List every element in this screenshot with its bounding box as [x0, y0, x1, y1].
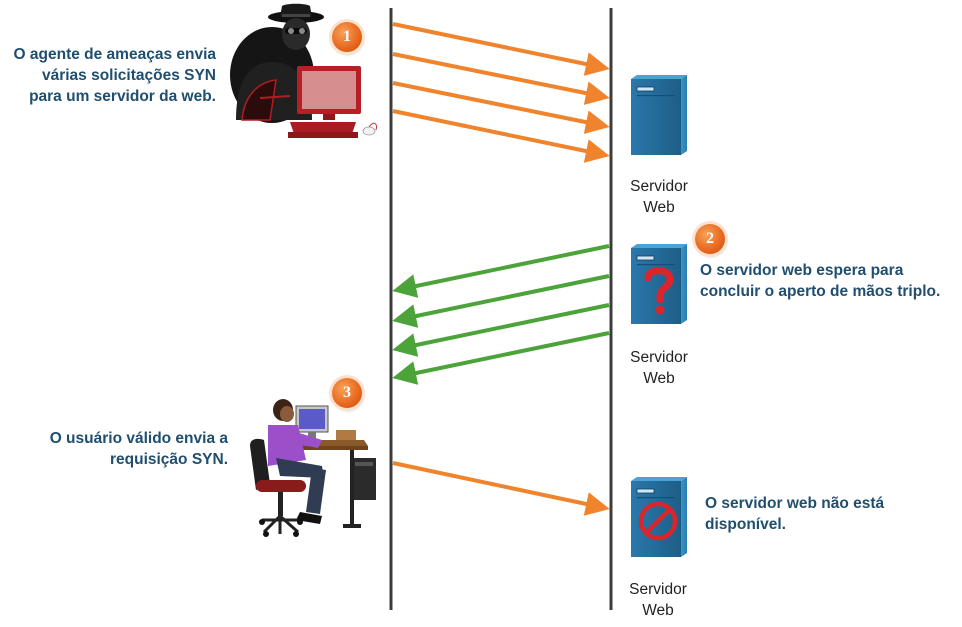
syn-arrow-1 [392, 22, 610, 76]
attacker-computer-icon [288, 66, 377, 138]
server-tower-icon [630, 243, 688, 325]
server-tower-icon [630, 476, 688, 558]
syn-arrow-2 [392, 52, 610, 105]
synack-arrow-1 [392, 244, 610, 298]
server-unavailable-caption: O servidor web não está disponível. [705, 495, 885, 533]
question-mark-icon [644, 267, 674, 315]
server-tower-icon [630, 74, 688, 156]
server-label-1: Servidor Web [614, 176, 704, 218]
server-label-line1: Servidor [630, 178, 688, 195]
synack-arrow-2 [392, 274, 610, 328]
step-badge-2: 2 [695, 224, 725, 254]
step-2-caption: O servidor web espera para concluir o ap… [700, 262, 941, 300]
step-badge-1: 1 [332, 22, 362, 52]
syn-arrow-4 [392, 109, 610, 163]
server-label-line2: Web [643, 199, 675, 216]
step-3-caption: O usuário válido envia a requisição SYN. [49, 430, 228, 468]
server-label-line1: Servidor [630, 349, 688, 366]
hooded-attacker-icon [230, 3, 324, 123]
valid-syn-arrow [392, 461, 610, 516]
office-user-icon [250, 399, 376, 537]
synack-arrow-3 [392, 303, 610, 357]
step-1-caption: O agente de ameaças envia várias solicit… [13, 46, 216, 105]
server-label-line2: Web [643, 370, 675, 387]
server-label-line1: Servidor [629, 581, 687, 598]
prohibited-icon [638, 501, 678, 541]
step-badge-3: 3 [332, 378, 362, 408]
server-label-line2: Web [642, 602, 674, 619]
synack-arrow-4 [392, 331, 610, 385]
server-label-3: Servidor Web [613, 579, 703, 621]
server-label-2: Servidor Web [614, 347, 704, 389]
syn-arrow-3 [392, 81, 610, 134]
